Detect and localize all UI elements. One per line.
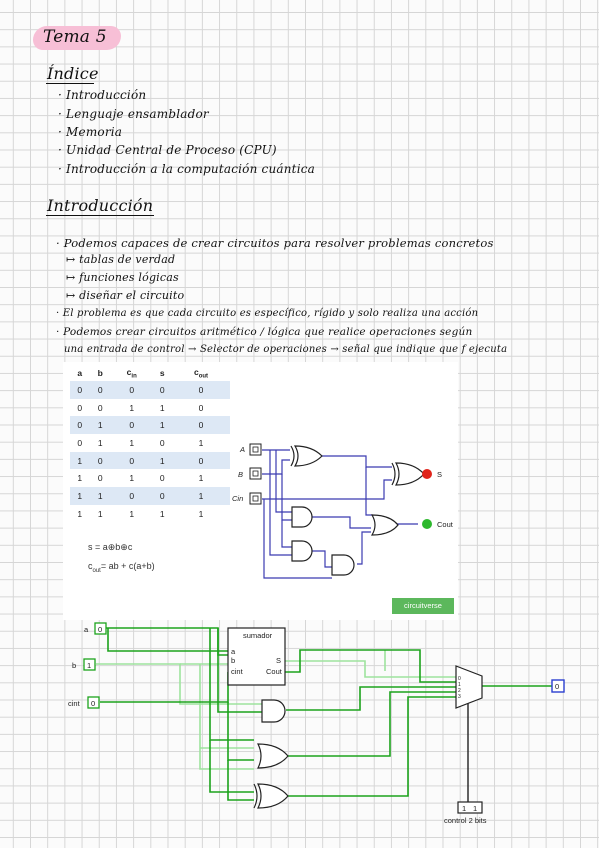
input-switch-a[interactable]: 0 — [94, 622, 107, 635]
svg-text:sumador: sumador — [243, 631, 273, 640]
input-switch-A[interactable] — [249, 443, 262, 456]
svg-text:1: 1 — [462, 804, 466, 813]
led-S — [422, 469, 432, 479]
svg-text:b: b — [231, 656, 235, 665]
xor-gate-1 — [290, 445, 323, 467]
indice-item: · Memoria — [58, 125, 123, 139]
indice-item: · Introducción — [58, 88, 147, 102]
and-gate-2 — [291, 540, 313, 562]
xor-gate-2 — [391, 462, 425, 486]
input-label-b: b — [72, 661, 76, 670]
indice-underline — [46, 83, 94, 84]
intro-subitem: ↦ diseñar el circuito — [66, 289, 185, 302]
input-switch-b[interactable]: 1 — [83, 658, 96, 671]
input-label-a: a — [84, 625, 89, 634]
svg-text:S: S — [276, 656, 281, 665]
input-label-Cin: Cin — [232, 494, 243, 503]
output-probe: 0 — [551, 679, 565, 693]
output-label-S: S — [437, 470, 442, 479]
title-highlight — [33, 26, 121, 50]
or-gate — [370, 514, 399, 536]
led-Cout — [422, 519, 432, 529]
and-gate-ab — [291, 506, 313, 528]
output-label-Cout: Cout — [437, 520, 454, 529]
control-label: control 2 bits — [444, 816, 487, 825]
intro-line-4: una entrada de control → Selector de ope… — [64, 344, 508, 355]
input-label-B: B — [238, 470, 243, 479]
and-gate — [261, 699, 286, 723]
and-gate-3 — [331, 554, 355, 576]
input-switch-Cin[interactable] — [249, 492, 262, 505]
svg-text:cint: cint — [231, 667, 244, 676]
svg-text:0: 0 — [555, 682, 559, 691]
indice-item: · Unidad Central de Proceso (CPU) — [58, 143, 277, 157]
svg-text:0: 0 — [458, 676, 461, 682]
equation-sum: s = a⊕b⊕c — [88, 542, 133, 552]
page-title: Tema 5 — [43, 27, 107, 47]
indice-item: · Lenguaje ensamblador — [58, 107, 209, 121]
svg-text:a: a — [231, 647, 236, 656]
input-switch-B[interactable] — [249, 467, 262, 480]
intro-underline — [46, 215, 154, 216]
truth-table-header: a b cin s cout — [77, 366, 209, 380]
input-label-A: A — [239, 445, 245, 454]
intro-line-2: · El problema es que cada circuito es es… — [56, 308, 479, 319]
svg-text:1: 1 — [473, 804, 477, 813]
circuitverse-button[interactable]: circuitverse — [392, 598, 454, 614]
input-label-cint: cint — [68, 699, 81, 708]
intro-heading: Introducción — [47, 196, 154, 215]
svg-text:1: 1 — [87, 661, 91, 670]
intro-subitem: ↦ tablas de verdad — [66, 253, 176, 266]
svg-text:2: 2 — [458, 688, 461, 694]
svg-text:3: 3 — [458, 694, 461, 700]
svg-text:1: 1 — [458, 682, 461, 688]
indice-heading: Índice — [47, 64, 99, 83]
sumador-block: sumador a b cint S Cout — [227, 627, 286, 686]
indice-item: · Introducción a la computación cuántica — [58, 162, 316, 176]
control-input[interactable]: 1 1 — [457, 801, 483, 814]
svg-text:Cout: Cout — [266, 667, 283, 676]
svg-text:0: 0 — [98, 625, 102, 634]
input-switch-cint[interactable]: 0 — [87, 696, 100, 709]
or-gate — [257, 743, 289, 769]
equation-carry: cout= ab + c(a+b) — [88, 561, 155, 574]
intro-subitem: ↦ funciones lógicas — [66, 271, 179, 284]
multiplexer: 0 1 2 3 — [455, 665, 483, 709]
xor-gate — [253, 783, 289, 809]
svg-text:0: 0 — [91, 699, 95, 708]
intro-line-3: · Podemos crear circuitos aritmético / l… — [56, 326, 473, 338]
intro-line-1: · Podemos capaces de crear circuitos par… — [56, 236, 494, 250]
